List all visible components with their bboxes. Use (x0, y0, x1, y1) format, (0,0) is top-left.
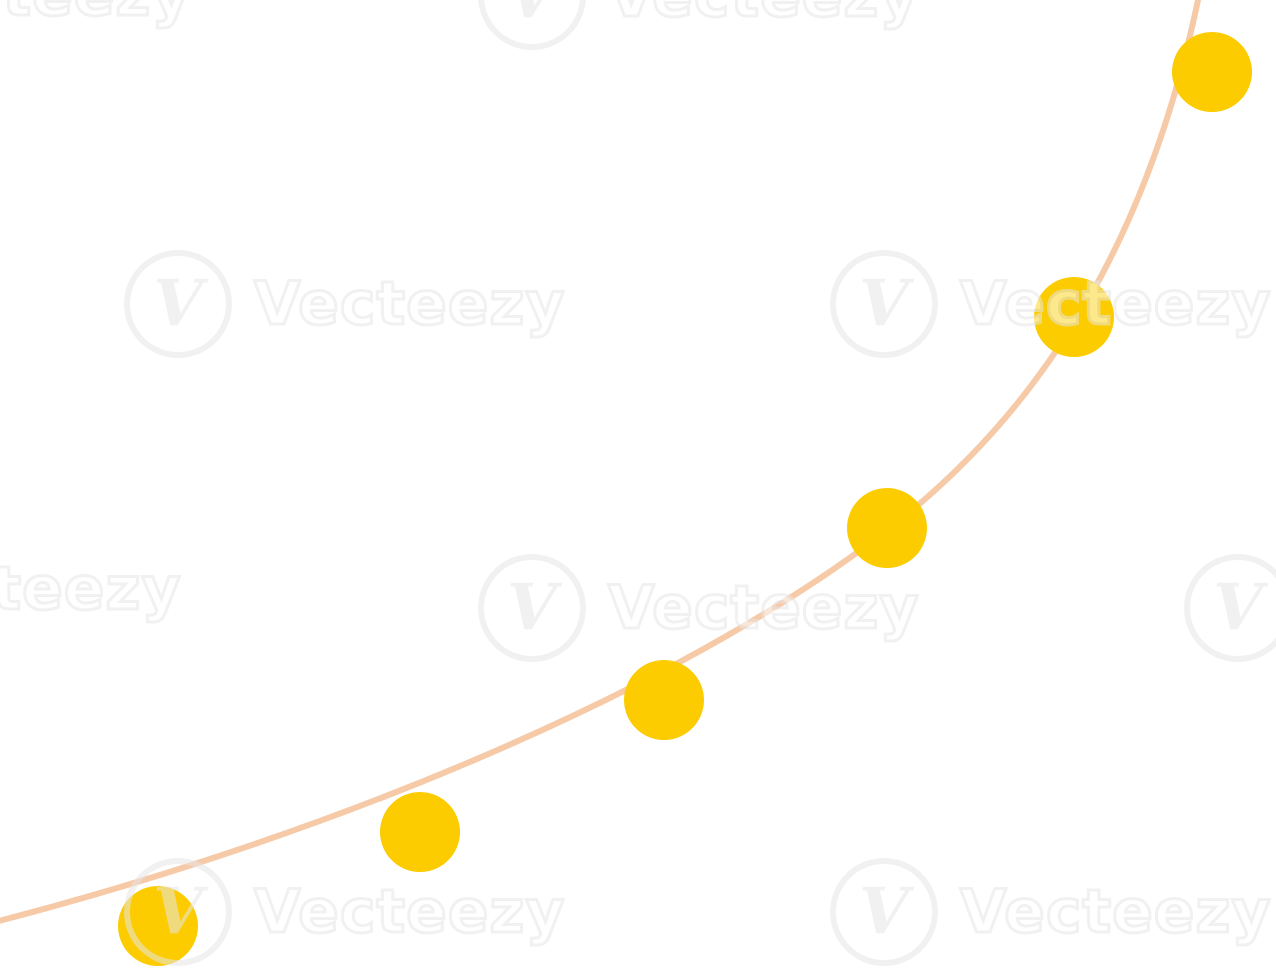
vecteezy-logo-icon: V (478, 554, 586, 662)
vecteezy-logo-icon: V (124, 250, 232, 358)
bulbs-group (118, 32, 1252, 966)
vecteezy-logo-icon: V (830, 858, 938, 966)
watermark-text: Vecteezy (0, 553, 182, 626)
watermark: V Vecteezy (124, 250, 566, 358)
watermark: V Vecteezy (830, 858, 1272, 966)
watermark-text: Vecteezy (959, 876, 1273, 949)
watermark: V Vecteezy (124, 858, 566, 966)
vecteezy-logo-icon: V (830, 250, 938, 358)
vecteezy-logo-icon: V (1184, 554, 1276, 662)
light-bulb-6 (1172, 32, 1252, 112)
watermark-text: Vecteezy (959, 268, 1273, 341)
watermark-text: Vecteezy (607, 0, 921, 33)
light-bulb-2 (380, 792, 460, 872)
watermark-text: Vecteezy (607, 572, 921, 645)
watermark: Vecteezy (0, 553, 182, 626)
watermark: V Vecteezy (478, 0, 920, 50)
vecteezy-logo-icon: V (478, 0, 586, 50)
vecteezy-logo-icon: V (124, 858, 232, 966)
watermark: Vecteezy (0, 0, 192, 32)
watermark-text: Vecteezy (0, 0, 192, 32)
light-bulb-5 (1034, 277, 1114, 357)
light-bulb-3 (624, 660, 704, 740)
watermark-text: Vecteezy (253, 876, 567, 949)
watermark: V (1184, 554, 1276, 662)
light-bulb-4 (847, 488, 927, 568)
light-bulb-1 (118, 886, 198, 966)
watermark: V Vecteezy (478, 554, 920, 662)
watermark: V Vecteezy (830, 250, 1272, 358)
watermark-text: Vecteezy (253, 268, 567, 341)
garland-wire (0, 0, 1201, 924)
